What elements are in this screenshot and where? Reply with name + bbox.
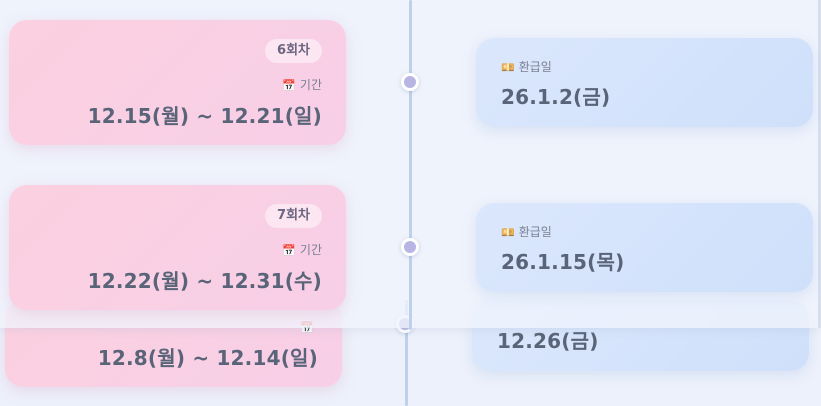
period-label: 📅기간 bbox=[282, 78, 322, 92]
period-value-back: 12.8(월) ~ 12.14(일) bbox=[97, 346, 318, 370]
period-value: 12.22(월) ~ 12.31(수) bbox=[87, 269, 322, 293]
money-icon: 💴 bbox=[501, 61, 515, 74]
round-badge: 7회차 bbox=[265, 204, 322, 228]
refund-value: 26.1.2(금) bbox=[501, 85, 611, 109]
round-badge: 6회차 bbox=[265, 39, 322, 63]
period-card-round-7: 7회차 📅기간 12.22(월) ~ 12.31(수) bbox=[9, 185, 346, 310]
timeline-dot bbox=[401, 73, 419, 91]
timeline-dot bbox=[401, 238, 419, 256]
calendar-icon: 📅 bbox=[282, 79, 296, 92]
period-value: 12.15(월) ~ 12.21(일) bbox=[87, 104, 322, 128]
period-label: 📅기간 bbox=[282, 243, 322, 257]
refund-label: 💴환급일 bbox=[501, 60, 552, 74]
refund-card-round-6: 💴환급일 26.1.2(금) bbox=[476, 38, 813, 127]
period-card-round-6: 6회차 📅기간 12.15(월) ~ 12.21(일) bbox=[9, 20, 346, 145]
panel-edge bbox=[818, 0, 821, 328]
refund-card-round-7: 💴환급일 26.1.15(목) bbox=[476, 203, 813, 292]
refund-label: 💴환급일 bbox=[501, 225, 552, 239]
timeline-line-back bbox=[405, 300, 408, 406]
money-icon: 💴 bbox=[501, 226, 515, 239]
refund-value: 26.1.15(목) bbox=[501, 250, 625, 274]
timeline-line bbox=[409, 0, 412, 330]
refund-value-back: 12.26(금) bbox=[497, 329, 599, 353]
calendar-icon: 📅 bbox=[282, 244, 296, 257]
